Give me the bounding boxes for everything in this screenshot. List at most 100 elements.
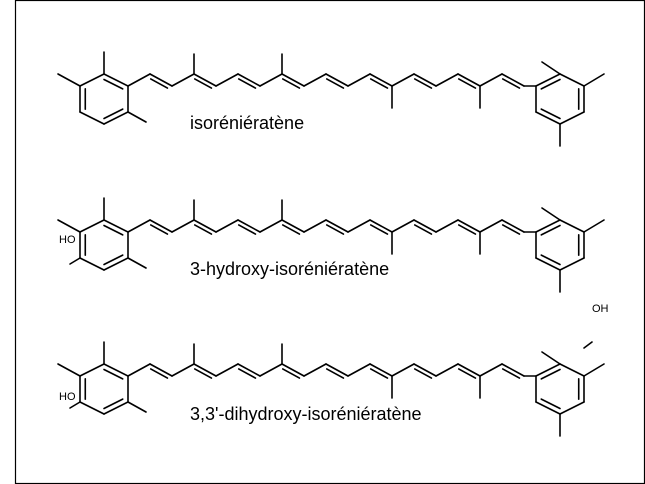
right-hydroxy-bond bbox=[583, 341, 593, 349]
left-hydroxy-bond bbox=[69, 257, 81, 265]
chain-bond bbox=[457, 363, 481, 377]
structure-3-3-dihydroxy-isorenieratene bbox=[57, 341, 605, 437]
right-methyl bbox=[583, 363, 605, 377]
chain-bond bbox=[281, 363, 305, 377]
chain-bond-double bbox=[501, 224, 521, 235]
right-ring-bond bbox=[535, 73, 561, 87]
left-methyl bbox=[57, 363, 81, 377]
chain-bond-double bbox=[281, 224, 301, 235]
hydroxy-label-right-2: OH bbox=[592, 303, 609, 315]
chain-bond bbox=[303, 73, 327, 87]
right-ring-double bbox=[540, 78, 561, 90]
chain-bond-double bbox=[193, 368, 213, 379]
right-ring-bond bbox=[535, 111, 561, 125]
left-ring-double bbox=[103, 78, 124, 90]
right-ring-double bbox=[540, 224, 561, 236]
chain-bond-double bbox=[369, 78, 389, 89]
chain-bond-double bbox=[281, 368, 301, 379]
right-ring-bond bbox=[535, 363, 561, 377]
chain-bond bbox=[325, 73, 349, 87]
chain-bond bbox=[479, 363, 503, 377]
chain-bond bbox=[391, 219, 415, 233]
chain-bond bbox=[369, 219, 393, 233]
left-ring-double bbox=[103, 398, 124, 410]
chain-bond bbox=[281, 73, 305, 87]
chain-bond-double bbox=[413, 368, 433, 379]
right-methyl bbox=[541, 207, 561, 221]
chain-bond bbox=[237, 363, 261, 377]
left-methyl bbox=[127, 257, 147, 269]
chain-bond-double bbox=[457, 368, 477, 379]
structure-isorenieratene bbox=[57, 51, 605, 147]
right-methyl bbox=[541, 61, 561, 75]
chain-bond-double bbox=[281, 78, 301, 89]
chain-bond bbox=[501, 363, 525, 377]
chain-bond bbox=[237, 73, 261, 87]
right-methyl bbox=[583, 219, 605, 233]
chain-bond bbox=[237, 219, 261, 233]
chain-bond-double bbox=[413, 224, 433, 235]
chain-bond bbox=[127, 219, 151, 233]
chain-bond bbox=[259, 73, 283, 87]
chain-bond-double bbox=[237, 368, 257, 379]
chain-bond-double bbox=[457, 78, 477, 89]
chain-bond bbox=[171, 73, 195, 87]
chain-bond bbox=[479, 73, 503, 87]
left-methyl bbox=[127, 401, 147, 413]
chain-bond-double bbox=[501, 78, 521, 89]
chain-bond-double bbox=[149, 78, 169, 89]
chain-bond bbox=[347, 363, 371, 377]
right-methyl bbox=[583, 73, 605, 87]
left-ring-bond bbox=[79, 363, 105, 377]
right-ring-double bbox=[540, 254, 561, 266]
chain-bond-double bbox=[193, 224, 213, 235]
chain-bond bbox=[391, 73, 415, 87]
chain-bond bbox=[215, 73, 239, 87]
chain-bond bbox=[435, 363, 459, 377]
left-ring-bond bbox=[79, 401, 105, 415]
left-methyl bbox=[127, 111, 147, 123]
right-ring-bond bbox=[559, 363, 585, 377]
chain-bond bbox=[435, 73, 459, 87]
chain-bond-double bbox=[369, 224, 389, 235]
chain-bond-double bbox=[501, 368, 521, 379]
left-ring-bond bbox=[103, 401, 129, 415]
compound-name-3-hydroxy-isorenieratene: 3-hydroxy-isoréniératène bbox=[190, 259, 390, 279]
chain-bond bbox=[413, 219, 437, 233]
right-ring-bond bbox=[559, 111, 585, 125]
chain-bond bbox=[369, 363, 393, 377]
left-ring-bond bbox=[79, 73, 105, 87]
chain-bond-double bbox=[149, 224, 169, 235]
right-ring-bond bbox=[559, 257, 585, 271]
chain-bond-double bbox=[237, 224, 257, 235]
chain-bond bbox=[347, 73, 371, 87]
chain-bond bbox=[171, 363, 195, 377]
left-ring-double bbox=[103, 254, 124, 266]
left-ring-bond bbox=[103, 219, 129, 233]
compound-name-isorenieratene: isoréniératène bbox=[190, 113, 305, 133]
chain-bond bbox=[501, 73, 525, 87]
hydroxy-label-left-2: HO bbox=[59, 391, 76, 403]
hydroxy-label-left-1: HO bbox=[59, 234, 76, 246]
chain-bond bbox=[127, 363, 151, 377]
chain-bond bbox=[413, 73, 437, 87]
chain-bond-double bbox=[413, 78, 433, 89]
chain-bond-double bbox=[457, 224, 477, 235]
left-ring-double bbox=[103, 368, 124, 380]
compound-name-3-3-dihydroxy-isorenieratene: 3,3'-dihydroxy-isoréniératène bbox=[190, 404, 422, 424]
chain-bond bbox=[501, 219, 525, 233]
chain-bond bbox=[127, 73, 151, 87]
chain-bond bbox=[325, 219, 349, 233]
chain-bond bbox=[259, 219, 283, 233]
chain-bond bbox=[259, 363, 283, 377]
chain-bond bbox=[193, 363, 217, 377]
right-ring-double bbox=[540, 368, 561, 380]
chain-bond bbox=[347, 219, 371, 233]
chain-bond-double bbox=[149, 368, 169, 379]
chain-bond bbox=[325, 363, 349, 377]
left-methyl bbox=[57, 219, 81, 233]
chain-bond-double bbox=[325, 368, 345, 379]
right-ring-bond bbox=[535, 401, 561, 415]
chain-bond bbox=[149, 73, 173, 87]
chain-bond bbox=[193, 219, 217, 233]
